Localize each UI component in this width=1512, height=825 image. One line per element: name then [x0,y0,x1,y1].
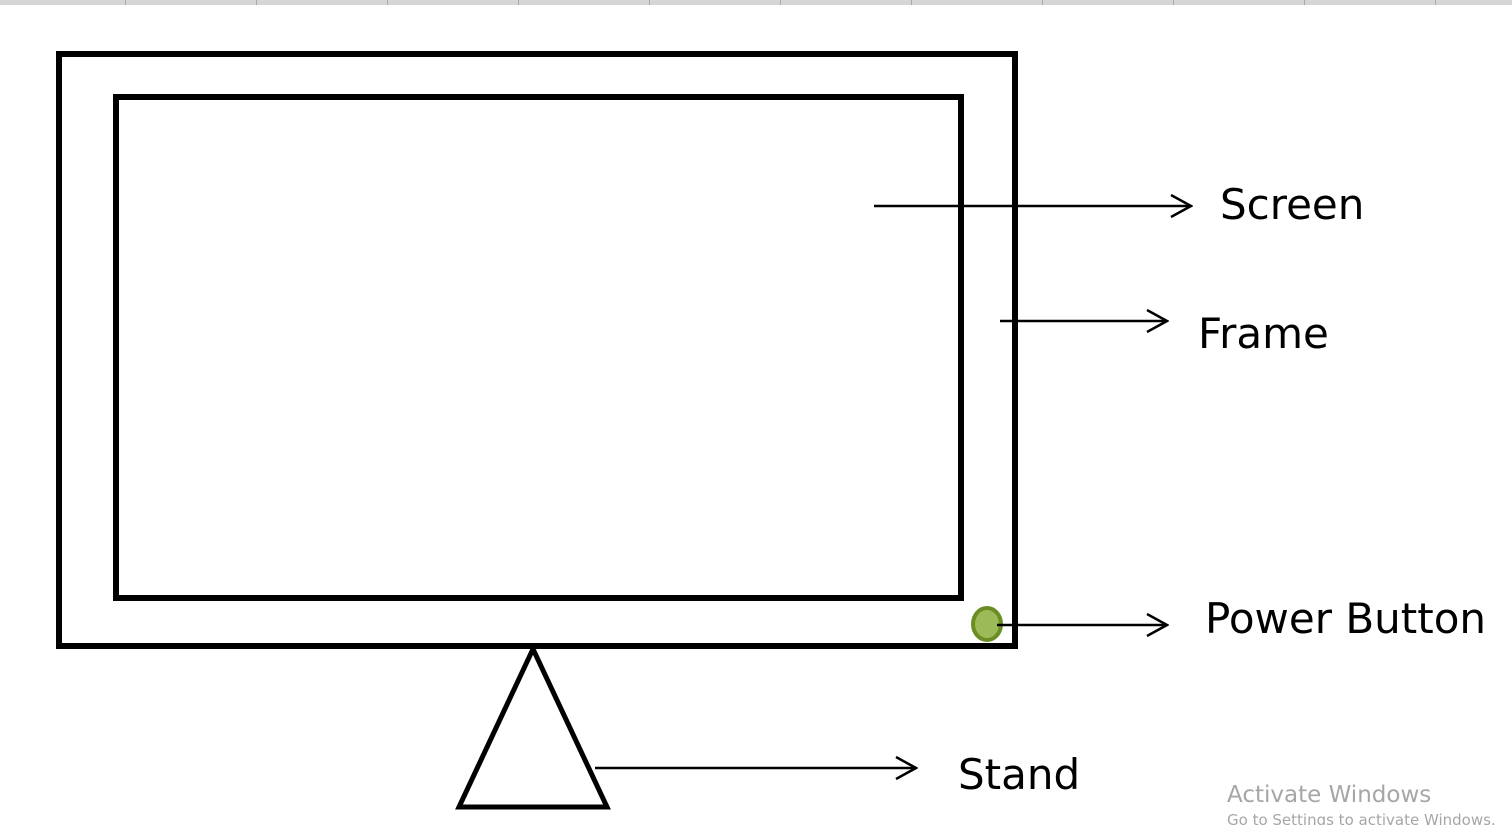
ruler-tick [125,0,126,5]
ruler-tick [1042,0,1043,5]
power-button-label: Power Button [1205,594,1486,643]
ruler-tick [780,0,781,5]
stand-label: Stand [958,750,1080,799]
ruler-tick [387,0,388,5]
ruler-tick [649,0,650,5]
activate-windows-watermark: Activate Windows Go to Settings to activ… [1227,780,1512,825]
screen-label: Screen [1220,180,1364,229]
monitor-screen [113,94,964,601]
ruler-tick [1304,0,1305,5]
frame-label: Frame [1198,309,1329,358]
ruler-tick [518,0,519,5]
watermark-subtitle: Go to Settings to activate Windows. [1227,811,1496,825]
ruler-tick [911,0,912,5]
ruler-tick [1435,0,1436,5]
ruler-tick [1173,0,1174,5]
power-button-dot [971,606,1003,642]
watermark-title: Activate Windows [1227,782,1432,808]
monitor-frame [56,51,1018,649]
ruler-tick [256,0,257,5]
ruler-bar [0,0,1512,5]
monitor-stand [455,643,611,810]
